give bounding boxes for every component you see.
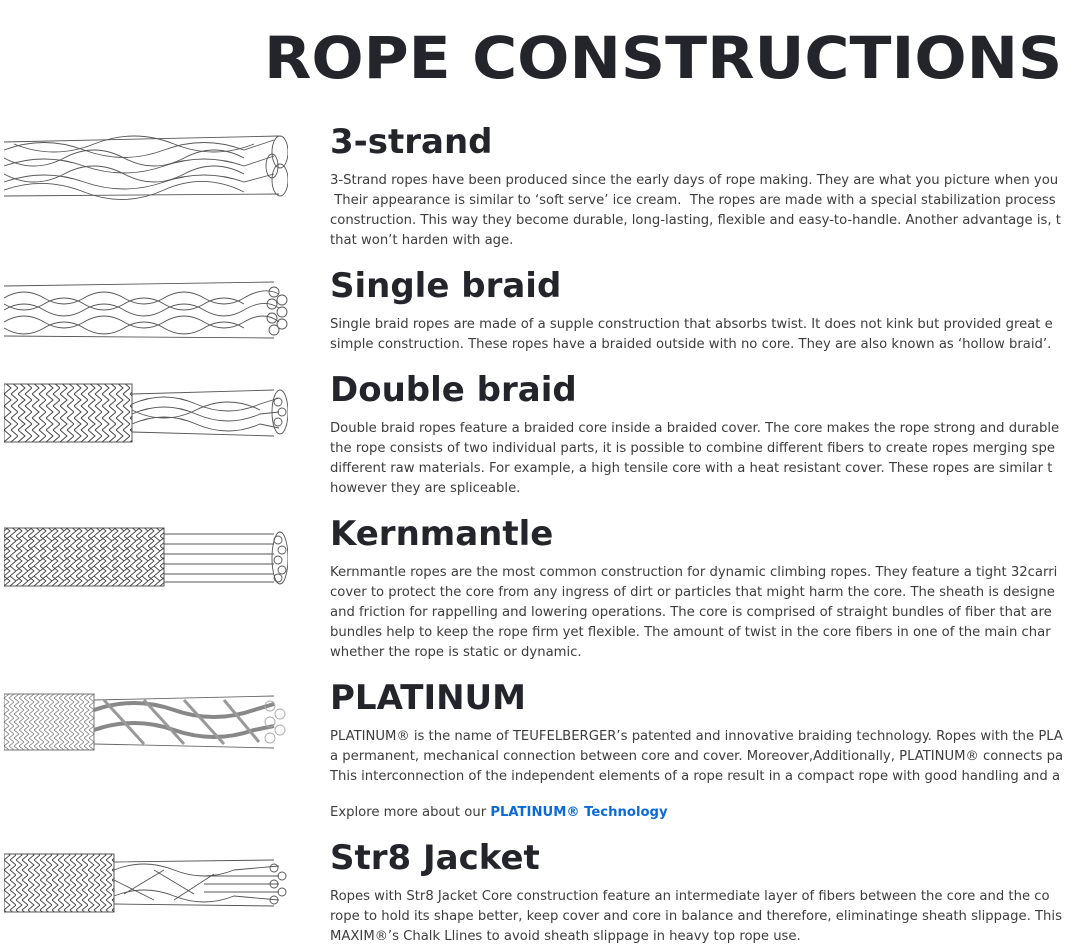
explore-more-text: Explore more about our PLATINUM® Technol… — [330, 803, 668, 823]
description-line: PLATINUM® is the name of TEUFELBERGER’s … — [330, 729, 1063, 744]
description-line: whether the rope is static or dynamic. — [330, 645, 582, 660]
description-line: Kernmantle ropes are the most common con… — [330, 565, 1058, 580]
section-description: PLATINUM® is the name of TEUFELBERGER’s … — [330, 727, 1087, 787]
section-heading: Str8 Jacket — [330, 838, 540, 878]
description-line: the rope consists of two individual part… — [330, 441, 1056, 456]
section-heading: 3-strand — [330, 122, 493, 162]
section-description: Double braid ropes feature a braided cor… — [330, 419, 1087, 499]
page-title: ROPE CONSTRUCTIONS — [264, 24, 1063, 92]
description-line: rope to hold its shape better, keep cove… — [330, 909, 1062, 924]
double-braid-rope-icon — [4, 383, 288, 443]
section-description: Single braid ropes are made of a supple … — [330, 315, 1087, 355]
description-line: Their appearance is similar to ‘soft ser… — [330, 193, 1056, 208]
section-description: Kernmantle ropes are the most common con… — [330, 563, 1087, 663]
description-line: a permanent, mechanical connection betwe… — [330, 749, 1064, 764]
platinum-rope-icon — [4, 693, 286, 751]
section-heading: Single braid — [330, 266, 562, 306]
description-line: bundles help to keep the rope firm yet f… — [330, 625, 1051, 640]
description-line: Single braid ropes are made of a supple … — [330, 317, 1053, 332]
description-line: This interconnection of the independent … — [330, 769, 1061, 784]
str8-jacket-rope-icon — [4, 853, 287, 913]
section-heading: PLATINUM — [330, 678, 526, 718]
description-line: cover to protect the core from any ingre… — [330, 585, 1055, 600]
explore-prefix: Explore more about our — [330, 805, 491, 820]
description-line: Ropes with Str8 Jacket Core construction… — [330, 889, 1050, 904]
kernmantle-rope-icon — [4, 527, 288, 587]
description-line: MAXIM®’s Chalk Llines to avoid sheath sl… — [330, 929, 801, 944]
description-line: and friction for rappelling and lowering… — [330, 605, 1052, 620]
section-description: 3-Strand ropes have been produced since … — [330, 171, 1087, 251]
three-strand-rope-icon — [4, 135, 288, 200]
platinum-technology-link[interactable]: PLATINUM® Technology — [490, 805, 668, 820]
description-line: construction. This way they become durab… — [330, 213, 1061, 228]
description-line: simple construction. These ropes have a … — [330, 337, 1052, 352]
description-line: 3-Strand ropes have been produced since … — [330, 173, 1059, 188]
section-heading: Double braid — [330, 370, 577, 410]
description-line: Double braid ropes feature a braided cor… — [330, 421, 1060, 436]
description-line: different raw materials. For example, a … — [330, 461, 1053, 476]
section-description: Ropes with Str8 Jacket Core construction… — [330, 887, 1087, 947]
section-heading: Kernmantle — [330, 514, 554, 554]
single-braid-rope-icon — [4, 281, 288, 339]
description-line: that won’t harden with age. — [330, 233, 514, 248]
description-line: however they are spliceable. — [330, 481, 521, 496]
